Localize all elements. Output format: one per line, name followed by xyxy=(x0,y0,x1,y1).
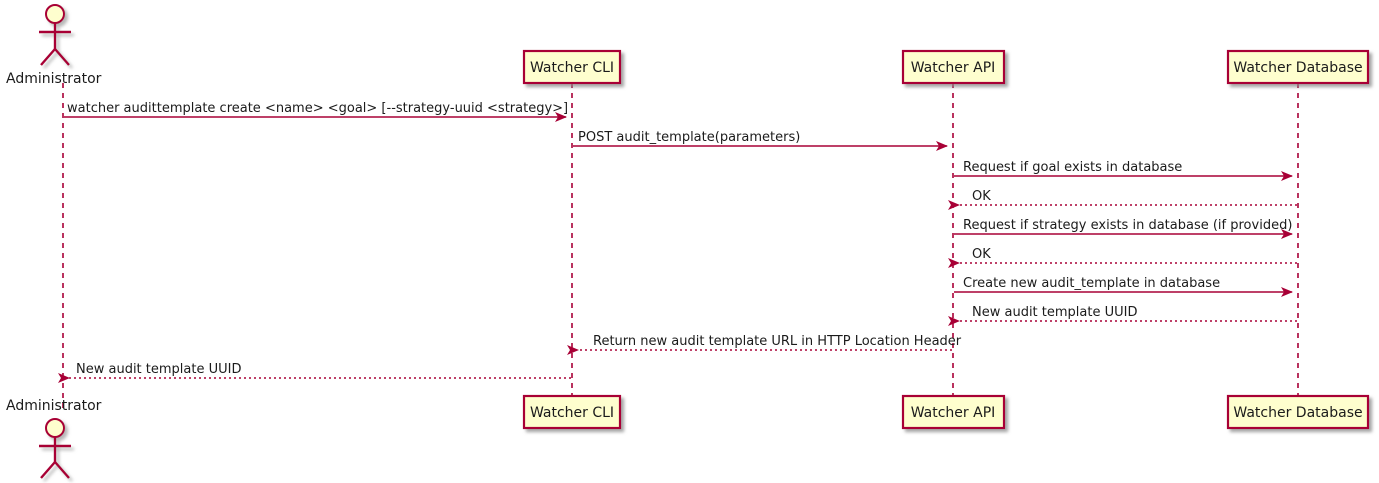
participant-label: Watcher Database xyxy=(1233,405,1362,421)
message-2[interactable]: POST audit_template(parameters) xyxy=(573,130,948,151)
participant-label: Watcher CLI xyxy=(530,60,614,76)
participant-watcher-database-bottom[interactable]: Watcher Database xyxy=(1226,394,1370,430)
message-label: Request if strategy exists in database (… xyxy=(963,218,1292,233)
message-label: New audit template UUID xyxy=(972,305,1137,320)
participant-box xyxy=(1226,49,1370,85)
actor-head-icon xyxy=(45,4,65,24)
participant-watcher-api-top[interactable]: Watcher API xyxy=(901,49,1006,85)
participant-watcher-cli-top[interactable]: Watcher CLI xyxy=(522,49,622,85)
participant-watcher-api-bottom[interactable]: Watcher API xyxy=(901,394,1006,430)
participant-box xyxy=(522,394,622,430)
lifelines xyxy=(62,83,1299,411)
message-5[interactable]: Request if strategy exists in database (… xyxy=(954,218,1293,239)
participant-box xyxy=(901,49,1006,85)
participant-label: Watcher API xyxy=(911,60,996,76)
participant-box xyxy=(901,394,1006,430)
participant-watcher-database-top[interactable]: Watcher Database xyxy=(1226,49,1370,85)
message-6[interactable]: OK xyxy=(948,247,1297,268)
actor-label-administrator-bottom: Administrator xyxy=(6,398,102,414)
message-label: Create new audit_template in database xyxy=(963,276,1220,291)
actor-label-administrator-top: Administrator xyxy=(6,71,102,87)
actor-leg-right-icon xyxy=(54,48,70,66)
message-label: watcher audittemplate create <name> <goa… xyxy=(67,101,568,116)
message-label: Request if goal exists in database xyxy=(963,160,1182,175)
message-1[interactable]: watcher audittemplate create <name> <goa… xyxy=(64,101,568,122)
message-label: POST audit_template(parameters) xyxy=(578,130,800,145)
message-4[interactable]: OK xyxy=(948,189,1297,210)
message-label: Return new audit template URL in HTTP Lo… xyxy=(593,334,962,349)
actor-head-icon xyxy=(45,418,65,438)
message-10[interactable]: New audit template UUID xyxy=(58,362,571,383)
message-3[interactable]: Request if goal exists in database xyxy=(954,160,1293,181)
message-label: New audit template UUID xyxy=(76,362,241,377)
actor-leg-left-icon xyxy=(40,48,56,66)
participant-box xyxy=(522,49,622,85)
actor-administrator-bottom[interactable] xyxy=(39,418,71,479)
actor-leg-right-icon xyxy=(54,461,70,479)
actor-administrator-top[interactable] xyxy=(39,4,71,66)
message-label: OK xyxy=(972,189,991,204)
participant-label: Watcher API xyxy=(911,405,996,421)
message-9[interactable]: Return new audit template URL in HTTP Lo… xyxy=(567,334,962,355)
participant-label: Watcher Database xyxy=(1233,60,1362,76)
actor-leg-left-icon xyxy=(40,461,56,479)
participant-box xyxy=(1226,394,1370,430)
message-8[interactable]: New audit template UUID xyxy=(948,305,1297,326)
message-label: OK xyxy=(972,247,991,262)
message-7[interactable]: Create new audit_template in database xyxy=(954,276,1293,297)
participant-watcher-cli-bottom[interactable]: Watcher CLI xyxy=(522,394,622,430)
participant-label: Watcher CLI xyxy=(530,405,614,421)
